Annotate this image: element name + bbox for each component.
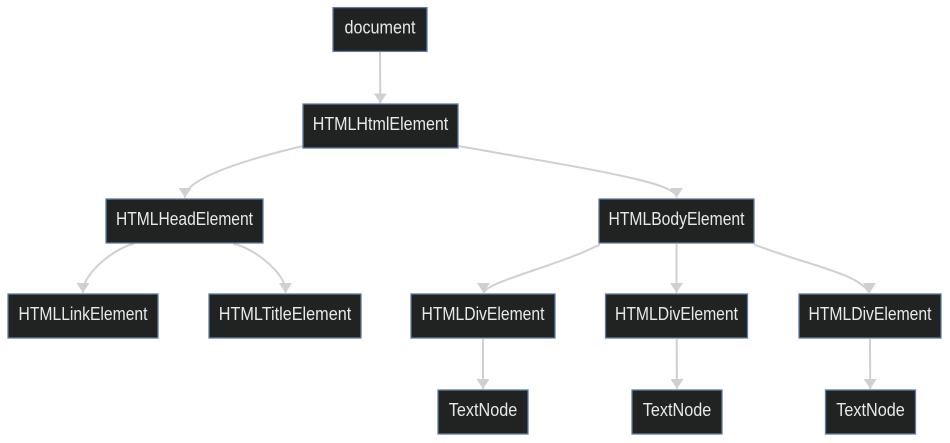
svg-text:document: document <box>345 18 416 38</box>
svg-text:HTMLLinkElement: HTMLLinkElement <box>19 304 148 324</box>
svg-text:HTMLDivElement: HTMLDivElement <box>422 304 545 324</box>
svg-text:TextNode: TextNode <box>836 400 905 420</box>
svg-text:HTMLDivElement: HTMLDivElement <box>615 304 738 324</box>
svg-text:HTMLHtmlElement: HTMLHtmlElement <box>313 114 449 134</box>
svg-text:TextNode: TextNode <box>643 400 712 420</box>
svg-text:HTMLBodyElement: HTMLBodyElement <box>609 209 745 229</box>
svg-text:TextNode: TextNode <box>449 400 518 420</box>
svg-text:HTMLDivElement: HTMLDivElement <box>809 304 932 324</box>
svg-text:HTMLTitleElement: HTMLTitleElement <box>219 304 352 324</box>
svg-text:HTMLHeadElement: HTMLHeadElement <box>116 209 253 229</box>
